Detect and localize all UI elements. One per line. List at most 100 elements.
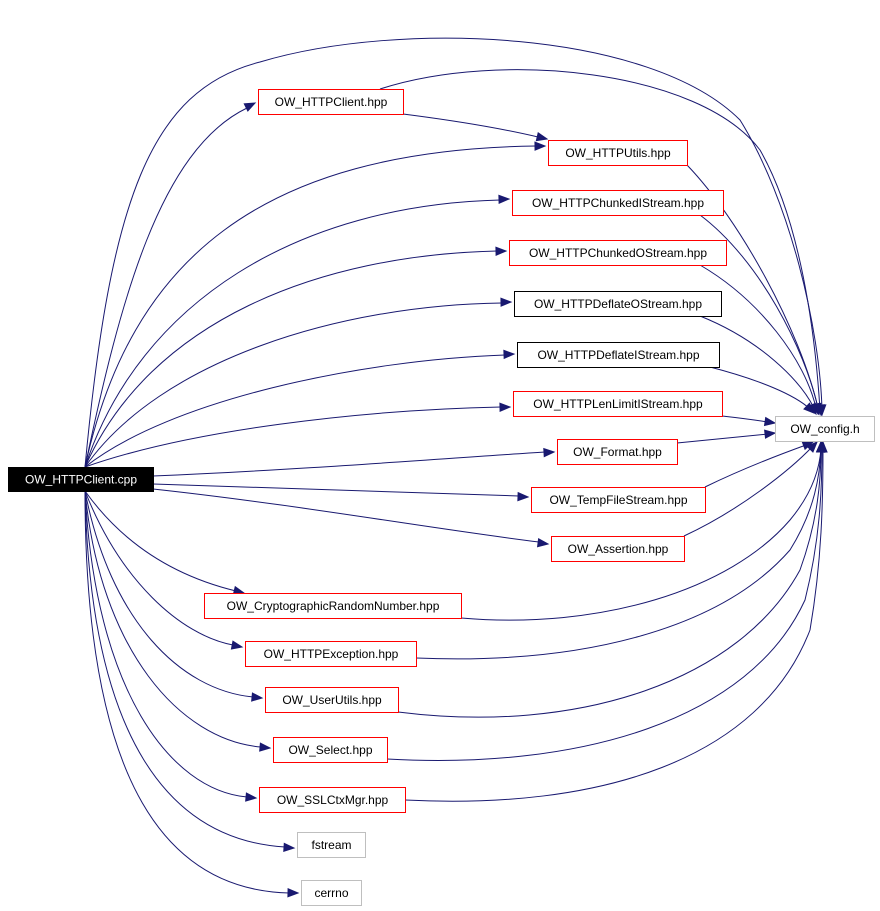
edge-line bbox=[84, 37, 823, 468]
node-box bbox=[509, 240, 727, 266]
edge-http-client-hpp-to-http-utils bbox=[402, 113, 549, 142]
edge-line bbox=[84, 490, 248, 798]
edge-root-to-http-client-hpp bbox=[84, 102, 257, 468]
node-user-utils[interactable]: OW_UserUtils.hpp bbox=[265, 687, 399, 713]
node-format-hpp[interactable]: OW_Format.hpp bbox=[557, 439, 678, 465]
edge-root-to-http-utils-hpp bbox=[84, 141, 547, 468]
node-cerrno: cerrno bbox=[301, 880, 362, 906]
edge-line bbox=[84, 490, 237, 592]
arrowhead bbox=[259, 742, 272, 752]
arrowhead bbox=[251, 692, 264, 702]
node-http-exception[interactable]: OW_HTTPException.hpp bbox=[245, 641, 417, 667]
edge-root-to-cerrno bbox=[84, 490, 300, 898]
node-crypto-random[interactable]: OW_CryptographicRandomNumber.hpp bbox=[204, 593, 462, 619]
edge-line bbox=[460, 447, 822, 621]
edge-root-to-fstream bbox=[84, 490, 296, 853]
edge-joint bbox=[500, 301, 503, 304]
arrowhead bbox=[287, 888, 300, 898]
arrowhead bbox=[283, 842, 296, 853]
edge-root-to-http-exception bbox=[84, 490, 244, 650]
node-deflate-ostream[interactable]: OW_HTTPDeflateOStream.hpp bbox=[514, 291, 722, 317]
edge-format-hpp-to-config bbox=[676, 429, 777, 444]
node-box bbox=[551, 536, 685, 562]
node-label: OW_HTTPClient.hpp bbox=[275, 95, 388, 109]
edge-line bbox=[683, 446, 813, 537]
node-box bbox=[548, 140, 688, 166]
edge-deflate-istream-to-config bbox=[709, 366, 815, 414]
edge-root-to-assertion-hpp bbox=[152, 488, 550, 548]
edge-line bbox=[709, 366, 811, 410]
node-label: OW_HTTPDeflateOStream.hpp bbox=[534, 297, 702, 311]
node-config-h: OW_config.h bbox=[775, 416, 875, 442]
edge-line bbox=[699, 264, 817, 409]
node-label: OW_config.h bbox=[790, 422, 859, 436]
edge-line bbox=[84, 490, 262, 748]
node-tempfile-stream[interactable]: OW_TempFileStream.hpp bbox=[531, 487, 706, 513]
node-label: OW_CryptographicRandomNumber.hpp bbox=[227, 599, 440, 613]
node-lenlimit-istream[interactable]: OW_HTTPLenLimitIStream.hpp bbox=[513, 391, 723, 417]
arrowhead bbox=[536, 537, 550, 548]
edge-line bbox=[84, 490, 254, 698]
edge-line bbox=[676, 433, 769, 444]
node-chunked-istream[interactable]: OW_HTTPChunkedIStream.hpp bbox=[512, 190, 724, 216]
node-box bbox=[297, 832, 366, 858]
node-label: OW_SSLCtxMgr.hpp bbox=[277, 793, 389, 807]
edge-crypto-random-to-config bbox=[460, 440, 826, 621]
node-box bbox=[512, 190, 724, 216]
node-box bbox=[8, 467, 154, 492]
edge-line bbox=[721, 415, 769, 423]
edge-root-to-format-hpp bbox=[152, 447, 556, 477]
node-label: OW_HTTPException.hpp bbox=[264, 647, 399, 661]
node-deflate-istream[interactable]: OW_HTTPDeflateIStream.hpp bbox=[517, 342, 720, 368]
edge-line bbox=[84, 490, 290, 894]
arrowhead bbox=[763, 416, 777, 427]
node-box bbox=[301, 880, 362, 906]
node-box bbox=[557, 439, 678, 465]
edge-line bbox=[84, 145, 537, 468]
edges-layer bbox=[84, 37, 828, 898]
node-assertion-hpp[interactable]: OW_Assertion.hpp bbox=[551, 536, 685, 562]
edge-line bbox=[152, 483, 520, 497]
edge-assertion-to-config bbox=[683, 441, 818, 537]
node-label: OW_UserUtils.hpp bbox=[282, 693, 382, 707]
edge-joint bbox=[517, 495, 520, 498]
node-sslctx-mgr[interactable]: OW_SSLCtxMgr.hpp bbox=[259, 787, 406, 813]
edge-joint bbox=[806, 405, 811, 410]
edge-root-to-tempfile-stream bbox=[152, 483, 530, 502]
node-label: OW_HTTPLenLimitIStream.hpp bbox=[533, 397, 703, 411]
node-label: OW_HTTPClient.cpp bbox=[25, 473, 137, 487]
edge-tempfile-to-config bbox=[704, 441, 815, 488]
edge-line bbox=[379, 69, 821, 411]
node-chunked-ostream[interactable]: OW_HTTPChunkedOStream.hpp bbox=[509, 240, 727, 266]
edge-line bbox=[152, 488, 540, 543]
edge-line bbox=[84, 406, 502, 468]
edge-root-to-deflate-ostream bbox=[84, 297, 513, 468]
edge-line bbox=[84, 107, 248, 468]
edge-root-to-sslctx-mgr bbox=[84, 490, 258, 802]
edge-lenlimit-istream-to-config bbox=[721, 415, 777, 427]
edge-line bbox=[84, 490, 286, 848]
node-box bbox=[513, 391, 723, 417]
node-box bbox=[245, 641, 417, 667]
node-box bbox=[517, 342, 720, 368]
edge-joint bbox=[503, 353, 506, 356]
edge-line bbox=[84, 199, 501, 468]
edge-line bbox=[386, 447, 823, 761]
edge-root-to-lenlimit-istream bbox=[84, 402, 512, 468]
node-http-client-hpp[interactable]: OW_HTTPClient.hpp bbox=[258, 89, 404, 115]
edge-root-to-user-utils bbox=[84, 490, 264, 702]
node-select-hpp[interactable]: OW_Select.hpp bbox=[273, 737, 388, 763]
node-label: OW_Assertion.hpp bbox=[568, 542, 669, 556]
edge-line bbox=[415, 447, 822, 660]
edge-root-to-deflate-istream bbox=[84, 349, 516, 468]
edge-joint bbox=[543, 451, 546, 454]
edge-line bbox=[84, 490, 234, 646]
edge-joint bbox=[245, 107, 248, 109]
node-box bbox=[273, 737, 388, 763]
arrowhead bbox=[517, 491, 530, 502]
node-box bbox=[531, 487, 706, 513]
node-http-utils-hpp[interactable]: OW_HTTPUtils.hpp bbox=[548, 140, 688, 166]
node-label: cerrno bbox=[314, 886, 348, 900]
arrowhead bbox=[534, 141, 547, 151]
